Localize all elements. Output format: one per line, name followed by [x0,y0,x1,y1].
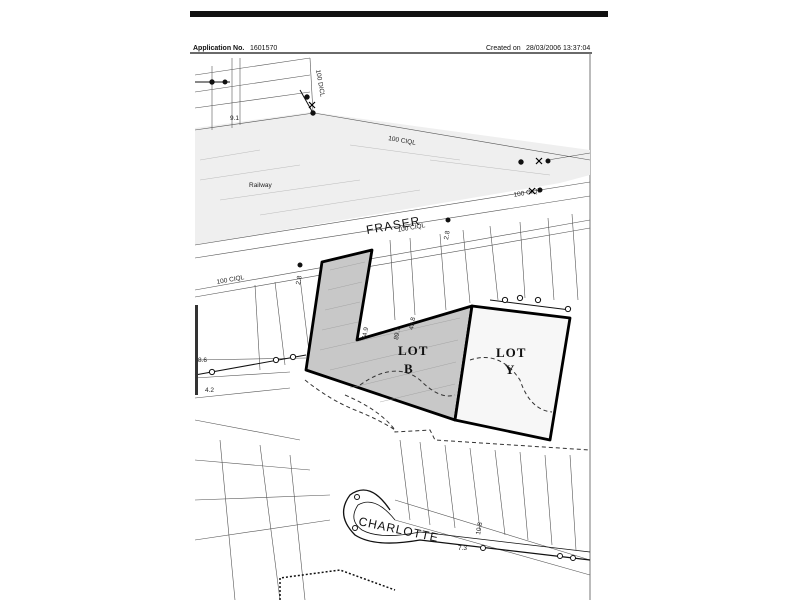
ciql-label: 100 CIQL [216,274,245,286]
road-label-charlotte: CHARLOTTE [357,514,440,545]
ciql-label: 100 CIQL [397,222,426,234]
dim-label: 74.9 [361,326,370,340]
dim-label: 8.6 [198,357,207,364]
dim-label: 2.8 [443,230,452,240]
utility-markers [308,101,543,195]
header: Application No. 1601570 Created on 28/03… [193,45,590,52]
railway-hatch [199,144,551,216]
contour-line [359,370,456,397]
lot-y-parcel [453,304,572,442]
dim-label: 4.2 [205,387,214,394]
railway-corridor [195,112,590,245]
created-value: 28/03/2006 13:37:04 [526,45,590,52]
contour-line [304,379,396,431]
dim-label: 9.1 [230,115,239,122]
road-label-fraser: FRASER [365,214,421,237]
dim-label: 89.7 [393,326,402,340]
dim-label: 43.8 [408,316,417,330]
dim-label: 7.3 [458,545,467,552]
ciql-label: 100 CIQL [388,135,417,147]
railway-lines [194,112,591,298]
lot-y-label-top: LOT [496,345,526,360]
ciql-label: 100 DICL [314,69,326,98]
top-border-bar [190,11,608,17]
application-number: 1601570 [250,45,277,52]
dim-label: 10.8 [475,521,484,535]
lot-b-label-top: LOT [398,343,428,358]
ciql-label: 100 CIQL [513,187,542,199]
dim-label: 2.8 [295,275,304,285]
lot-b-label-bottom: B [404,361,414,376]
lot-b-parcel [304,248,474,422]
railway-label: Railway [249,182,273,189]
dotted-boundary [279,569,396,600]
utility-lines [195,79,551,268]
lot-b-hatch [319,261,461,403]
left-boundary-dots [195,305,198,395]
top-parcels [194,57,314,130]
lower-parcels [194,419,591,600]
application-label: Application No. [193,45,244,52]
charlotte-road [343,489,591,561]
created-label: Created on [486,45,521,52]
lot-y-label-bottom: Y [505,362,515,377]
contour-line [344,394,591,451]
contour-line [469,357,553,413]
utility-points [194,294,572,376]
